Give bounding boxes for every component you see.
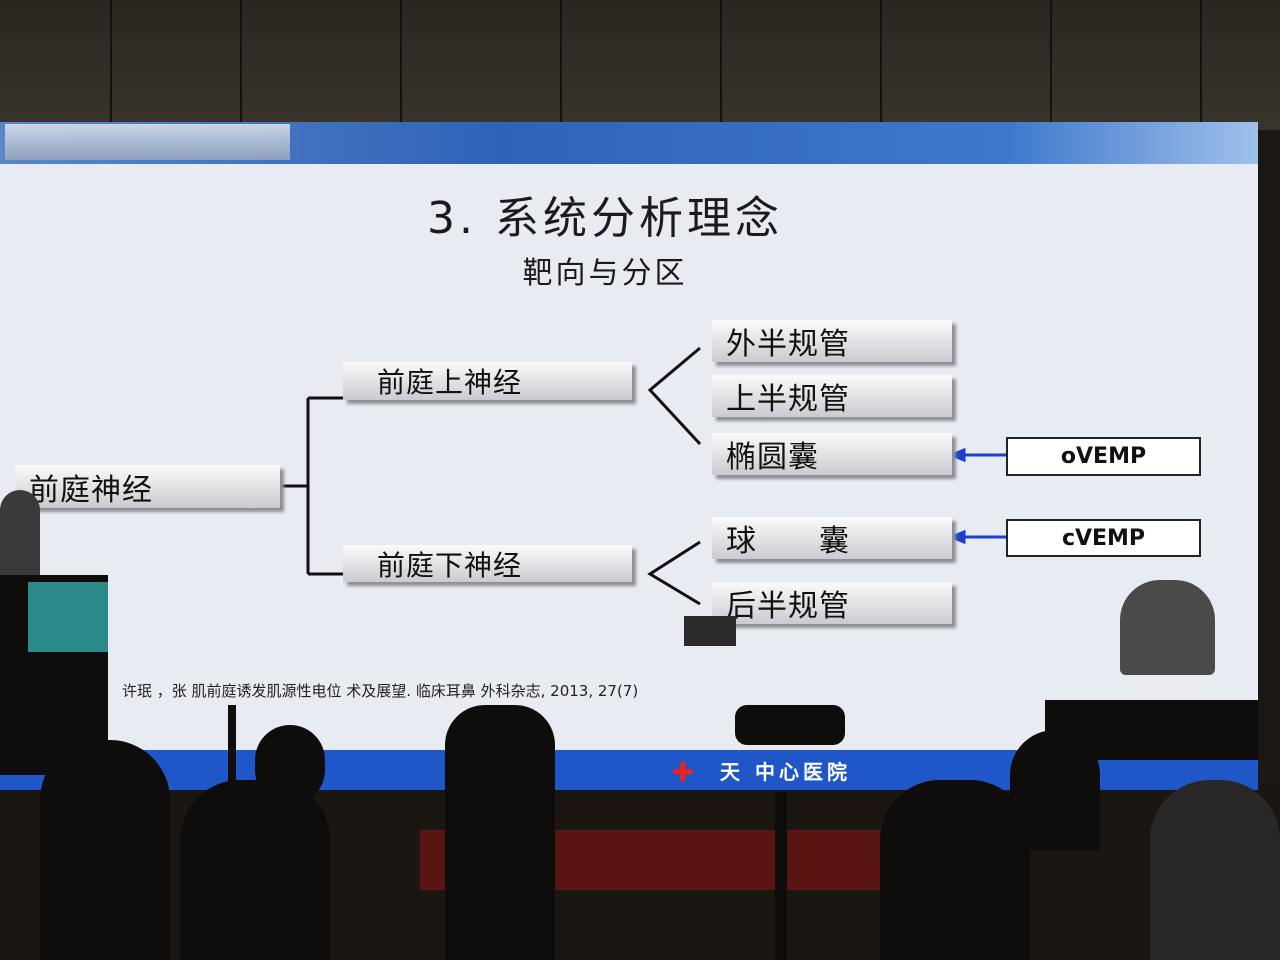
node-utricle: 椭圆囊 <box>712 433 952 475</box>
node-inferior-vestibular-nerve: 前庭下神经 <box>343 545 632 582</box>
camera-operator <box>445 705 555 960</box>
audience-5 <box>1150 780 1280 960</box>
node-lateral-canal: 外半规管 <box>712 320 952 362</box>
slide-subtitle: 靶向与分区 <box>522 256 688 291</box>
presentation-slide: 3. 系统分析理念 靶向与分区 前庭神经 前庭上神经 前庭下神经 外半规管 上半… <box>0 122 1258 792</box>
node-superior-vestibular-nerve: 前庭上神经 <box>343 362 632 400</box>
node-posterior-canal: 后半规管 <box>712 582 952 624</box>
video-camera-center <box>735 705 845 745</box>
cvemp-box: cVEMP <box>1006 519 1201 557</box>
slide-header-banner <box>0 122 1258 164</box>
ovemp-box: oVEMP <box>1006 437 1201 476</box>
audience-4 <box>1010 730 1100 850</box>
citation-text: 许珉 ，张 肌前庭诱发肌源性电位 术及展望. 临床耳鼻 外科杂志, 2013, … <box>118 678 643 703</box>
seated-person <box>1120 580 1215 675</box>
speaker-silhouette <box>0 490 40 580</box>
hospital-logo-icon: ✚ <box>672 758 694 788</box>
node-superior-canal: 上半规管 <box>712 375 952 417</box>
tree-connectors <box>282 346 1006 606</box>
podium-sign <box>28 582 108 652</box>
audience-1 <box>180 780 330 960</box>
hall-wall <box>0 0 1280 130</box>
slide-title: 3. 系统分析理念 <box>427 193 783 244</box>
node-saccule: 球 囊 <box>712 517 952 559</box>
tripod-small <box>228 705 236 800</box>
camera-viewfinder <box>684 616 736 646</box>
tripod <box>775 792 787 960</box>
hospital-building-image <box>5 124 290 160</box>
node-vestibular-nerve: 前庭神经 <box>15 465 280 508</box>
audience-3 <box>880 780 1030 960</box>
footer-hospital-name: 天 中心医院 <box>716 754 855 787</box>
audience-2 <box>40 740 170 960</box>
